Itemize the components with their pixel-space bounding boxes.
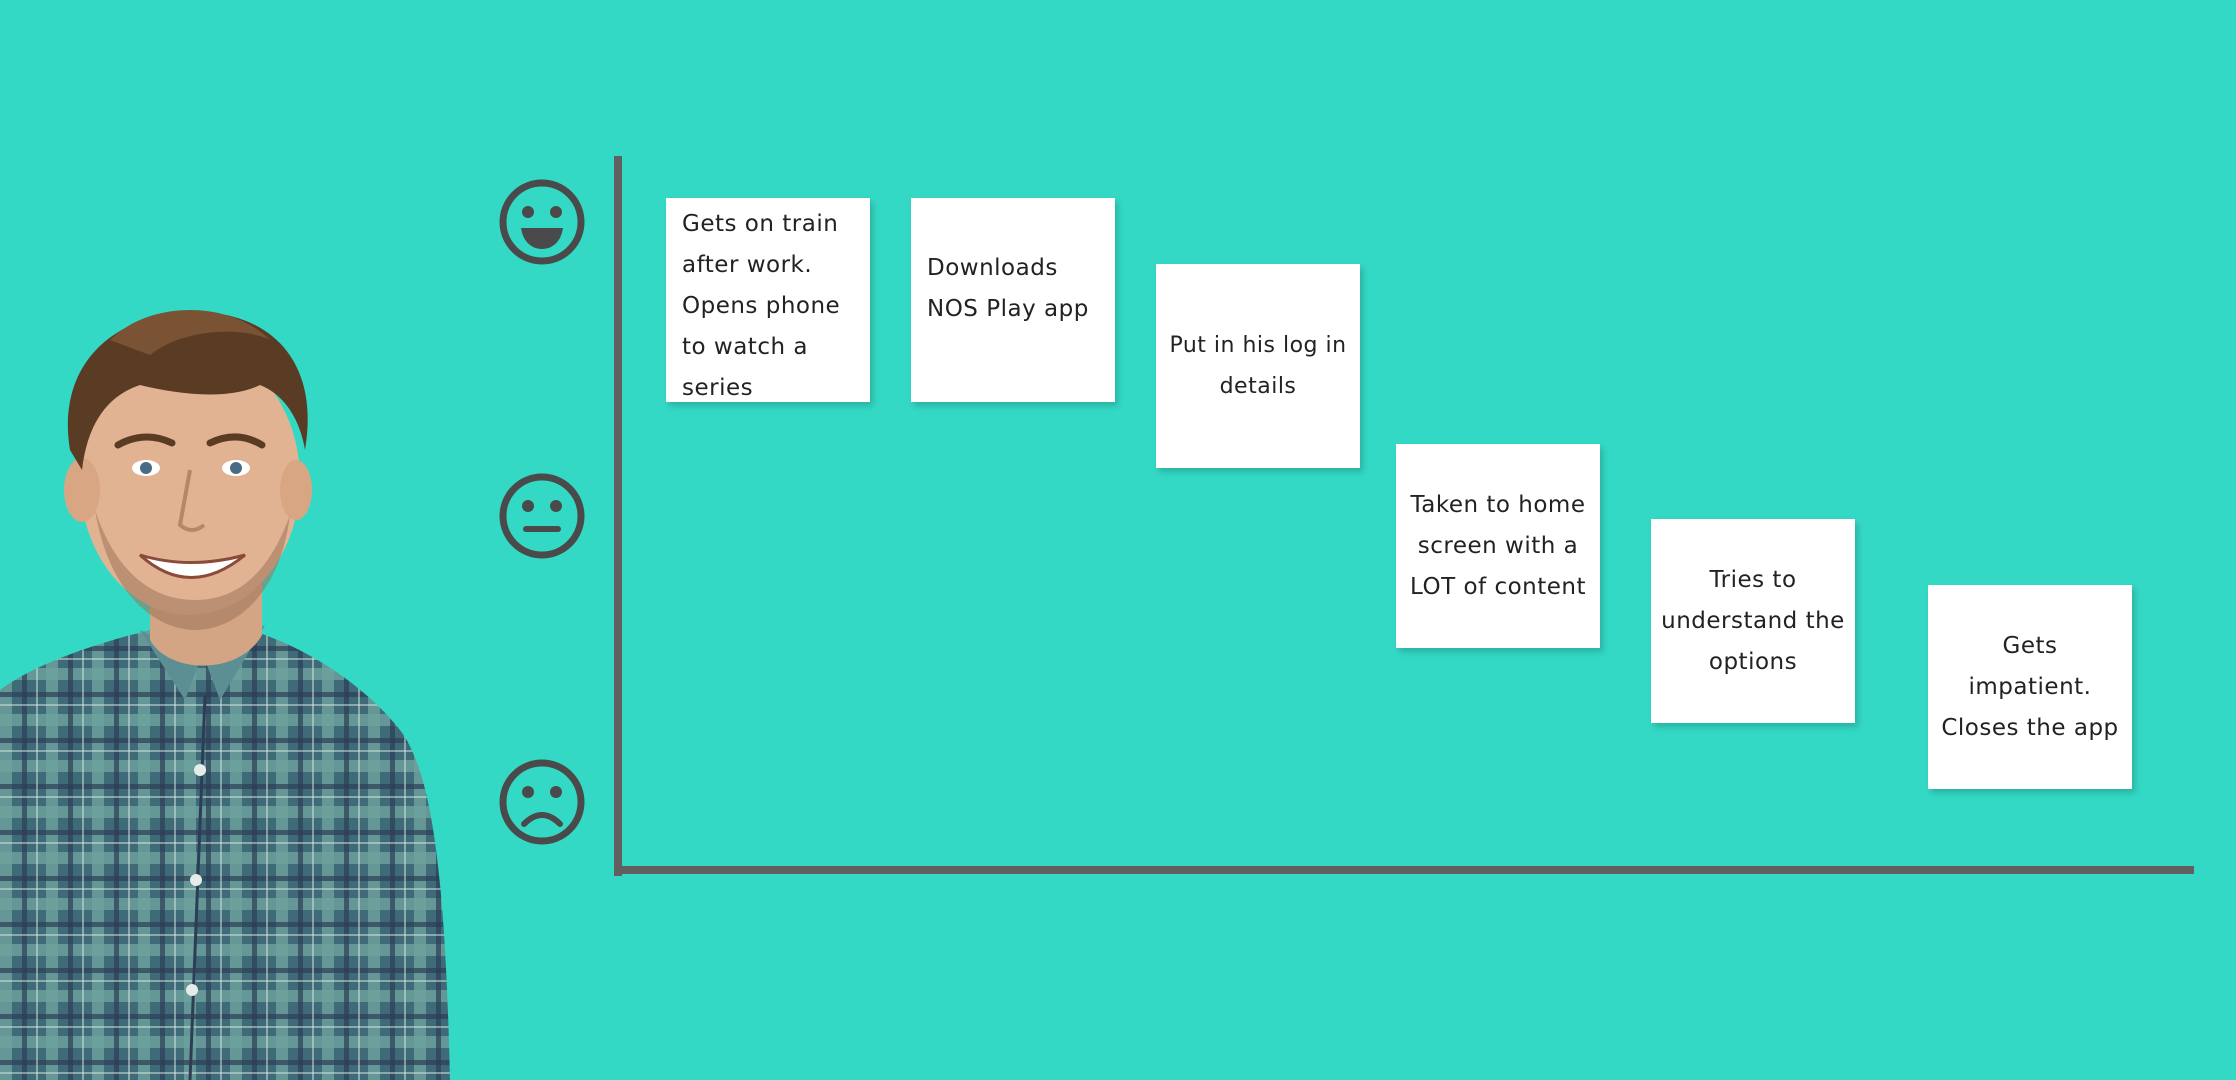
happy-face-icon <box>499 179 585 265</box>
journey-step-note: Gets on train after work. Opens phone to… <box>666 198 870 402</box>
journey-step-note: Taken to home screen with a LOT of conte… <box>1396 444 1600 648</box>
persona-photo <box>0 310 450 1080</box>
journey-step-text: Downloads NOS Play app <box>927 255 1089 322</box>
y-axis-line <box>614 156 622 876</box>
neutral-face-icon <box>499 473 585 559</box>
sad-face-icon <box>499 759 585 845</box>
journey-step-note: Put in his log in details <box>1156 264 1360 468</box>
journey-step-text: Put in his log in details <box>1169 333 1347 399</box>
journey-step-text: Gets impatient. Closes the app <box>1941 632 2119 741</box>
journey-step-note: Tries to understand the options <box>1651 519 1855 723</box>
journey-step-text: Taken to home screen with a LOT of conte… <box>1410 491 1586 600</box>
journey-step-note: Downloads NOS Play app <box>911 198 1115 402</box>
journey-step-text: Tries to understand the options <box>1661 566 1845 675</box>
x-axis-line <box>614 866 2194 874</box>
journey-step-text: Gets on train after work. Opens phone to… <box>682 211 841 401</box>
journey-step-note: Gets impatient. Closes the app <box>1928 585 2132 789</box>
